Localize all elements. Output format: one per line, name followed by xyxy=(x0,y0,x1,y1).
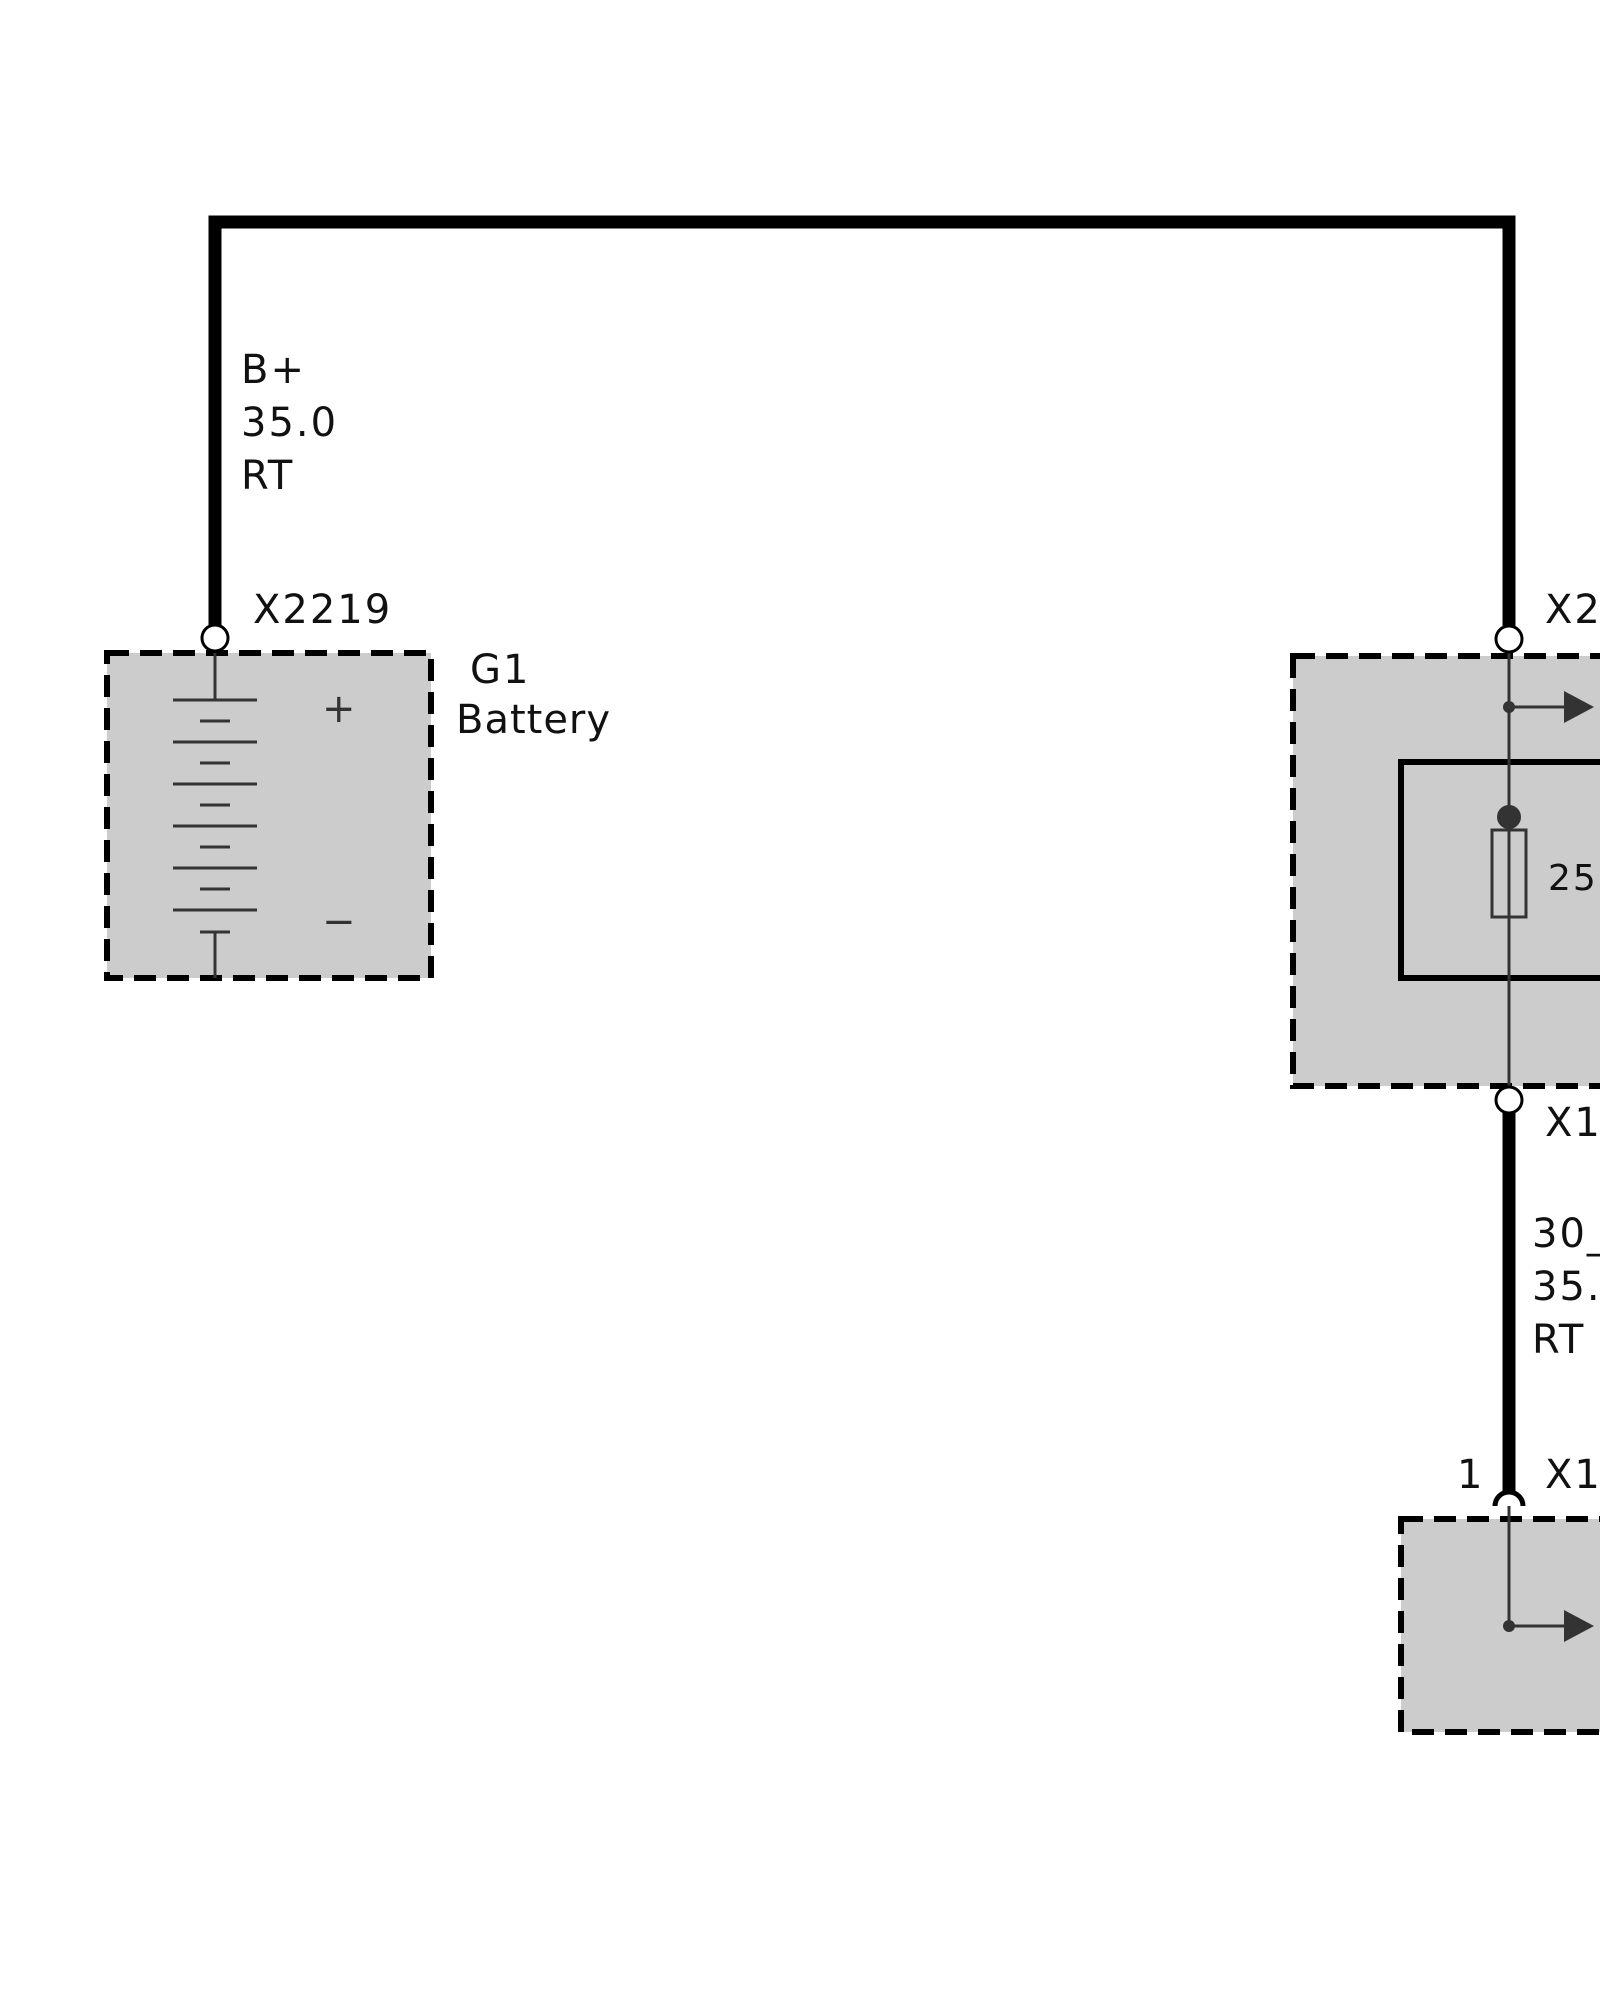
fuse-node-dot xyxy=(1497,805,1521,829)
wire-top-color-code: RT xyxy=(241,453,294,499)
wire-bottom-color-code: RT xyxy=(1532,1317,1585,1363)
fuse-box-bottom-terminal[interactable] xyxy=(1494,1085,1524,1115)
socket-connector-icon xyxy=(1492,1489,1526,1507)
bottom-component-connector-label: X1 xyxy=(1545,1452,1600,1498)
battery-id-label: G1 xyxy=(470,647,530,693)
wire-top-name: B+ xyxy=(241,347,306,393)
battery-name-label: Battery xyxy=(456,697,611,743)
fuse-holder-frame xyxy=(1398,759,1600,981)
fuse-bottom-connector-label: X1 xyxy=(1545,1100,1600,1146)
battery-connector-label: X2219 xyxy=(253,587,392,633)
wire-bottom-cross-section: 35. xyxy=(1532,1264,1600,1310)
wire-b-plus xyxy=(208,215,1516,626)
fuse-box-component xyxy=(1290,653,1600,1089)
fuse-icon xyxy=(1490,828,1528,919)
bottom-branch-arrow-icon xyxy=(1503,1610,1594,1642)
fuse-rating-label: 25( xyxy=(1548,858,1600,899)
battery-cells-icon xyxy=(173,653,257,978)
branch-arrow-icon xyxy=(1503,691,1594,723)
wire-top-cross-section: 35.0 xyxy=(241,400,338,446)
fuse-top-connector-label: X2 xyxy=(1545,587,1600,633)
wire-bottom-name: 30_ xyxy=(1532,1211,1600,1257)
battery-minus-sign: − xyxy=(322,899,356,945)
fuse-box-top-terminal[interactable] xyxy=(1494,624,1524,654)
pin-number-label: 1 xyxy=(1457,1452,1484,1498)
battery-component-box xyxy=(104,650,434,981)
battery-plus-sign: + xyxy=(322,686,356,732)
battery-terminal[interactable] xyxy=(200,623,230,653)
